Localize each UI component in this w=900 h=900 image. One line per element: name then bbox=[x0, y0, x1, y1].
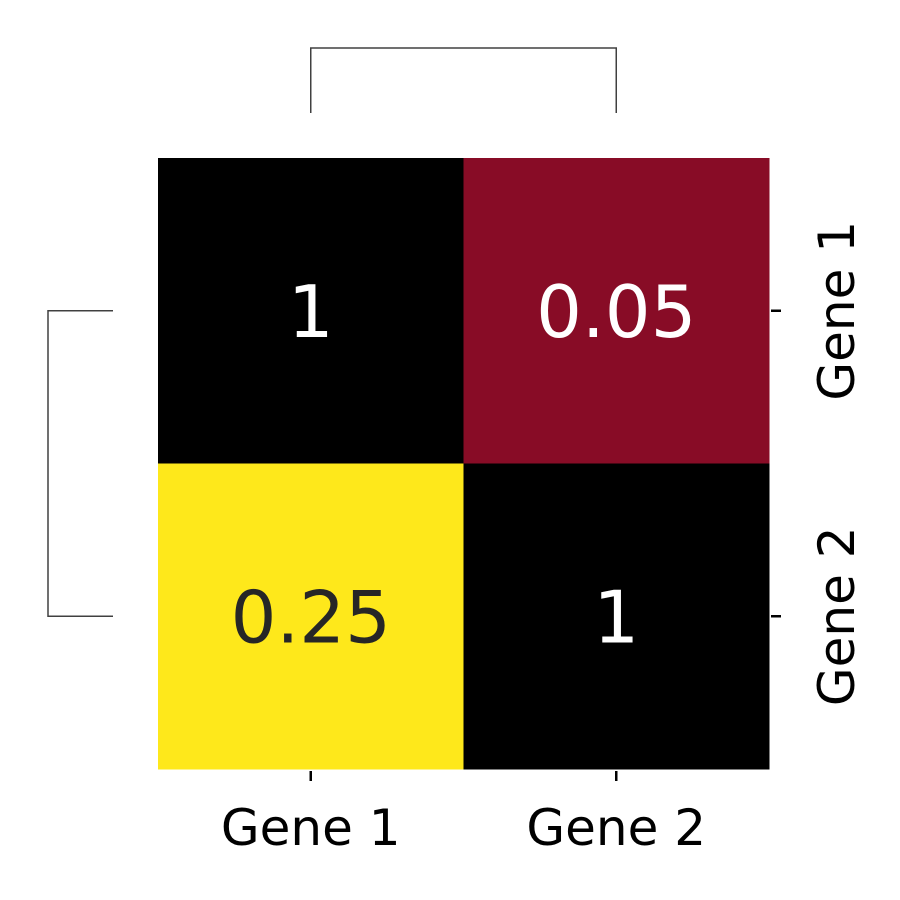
cell-value-label-r2-c1: 0.25 bbox=[231, 575, 391, 659]
heatmap-cell-r1-c1 bbox=[158, 158, 464, 464]
dendrograms bbox=[47, 47, 617, 617]
heatmap-cell-r1-c2 bbox=[463, 158, 770, 464]
heatmap-cell-r2-c2 bbox=[463, 463, 770, 770]
heatmap-cells: 1 0.05 0.25 1 bbox=[158, 158, 770, 770]
heatmap-cell-r2-c1 bbox=[158, 463, 464, 770]
axis-ticks bbox=[309, 309, 781, 781]
y-tick-label-2: Gene 2 bbox=[808, 526, 866, 706]
cell-value-label-r1-c2: 0.05 bbox=[536, 270, 696, 354]
x-tick-label-1: Gene 1 bbox=[221, 799, 401, 857]
y-tick-label-1: Gene 1 bbox=[808, 221, 866, 401]
cell-value-label-r2-c2: 1 bbox=[593, 575, 639, 659]
cell-value-label-r1-c1: 1 bbox=[288, 270, 334, 354]
row-dendrogram-link bbox=[47, 310, 113, 617]
column-dendrogram-link bbox=[310, 47, 617, 113]
tick-labels: Gene 1 Gene 2 Gene 1 Gene 2 bbox=[221, 221, 866, 857]
x-tick-label-2: Gene 2 bbox=[526, 799, 706, 857]
